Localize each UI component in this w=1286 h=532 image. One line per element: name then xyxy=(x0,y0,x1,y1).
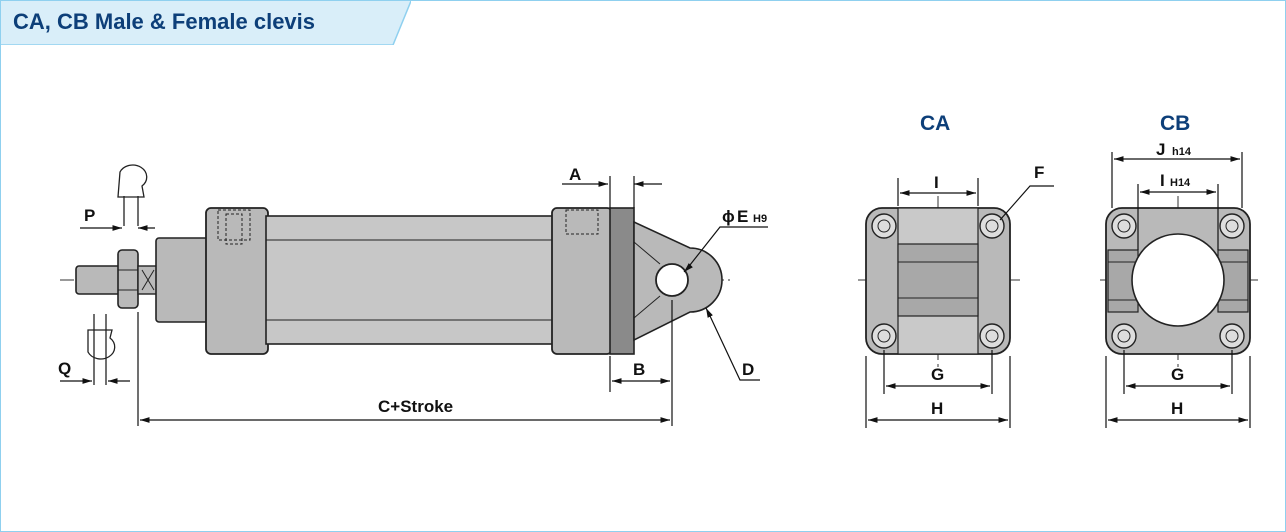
dim-e-label: E xyxy=(737,207,748,226)
wrench-icon xyxy=(87,314,116,385)
dim-a-label: A xyxy=(569,165,581,184)
dim-q-label: Q xyxy=(58,359,71,378)
dim-i-label: I xyxy=(934,173,939,192)
dim-e-symbol: ϕ xyxy=(722,207,735,226)
dim-g-label-ca: G xyxy=(931,365,944,384)
dim-i-label-cb: I xyxy=(1160,171,1165,190)
dim-c-stroke-label: C+Stroke xyxy=(378,397,453,416)
dim-e-tolerance: H9 xyxy=(753,213,767,225)
dim-j-tolerance: h14 xyxy=(1172,146,1192,158)
dim-i-tolerance: H14 xyxy=(1170,177,1191,189)
cylinder-side-view xyxy=(60,207,730,355)
dim-h-label-cb: H xyxy=(1171,399,1183,418)
ca-end-view xyxy=(858,196,1020,370)
dim-d-label: D xyxy=(742,360,754,379)
dim-g-label-cb: G xyxy=(1171,365,1184,384)
cb-end-view xyxy=(1100,196,1258,370)
title-tab xyxy=(1,1,411,45)
wrench-icon xyxy=(117,164,148,226)
section-title: CA, CB Male & Female clevis xyxy=(13,9,316,34)
cb-view-label: CB xyxy=(1160,112,1190,135)
dim-f-label: F xyxy=(1034,163,1044,182)
dim-j-label: J xyxy=(1156,140,1165,159)
ca-view-label: CA xyxy=(920,112,950,135)
dim-h-label-ca: H xyxy=(931,399,943,418)
dim-b-label: B xyxy=(633,360,645,379)
dim-p-label: P xyxy=(84,206,95,225)
